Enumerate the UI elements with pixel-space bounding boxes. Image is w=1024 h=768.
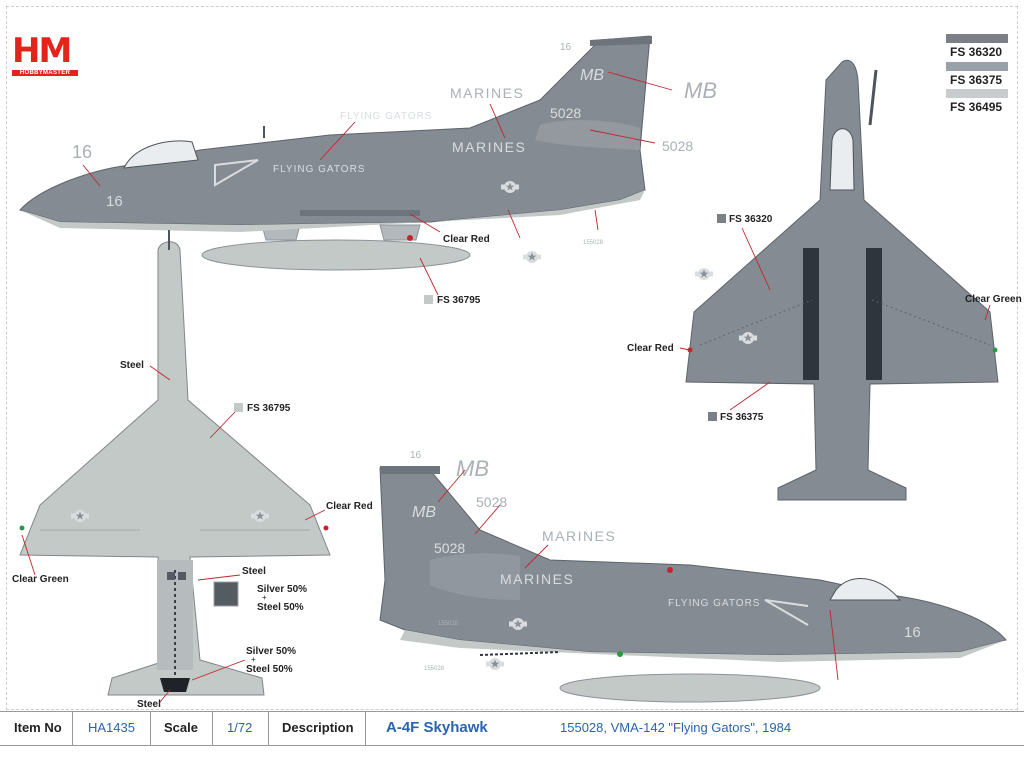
top-view <box>685 59 999 501</box>
modex-tail-label-right: 16 <box>410 450 422 461</box>
swatch-fs36320 <box>946 34 1008 43</box>
modex-marking-right: 16 <box>904 624 921 641</box>
aircraft-details: 155028, VMA-142 "Flying Gators", 1984 <box>560 720 792 735</box>
footer-divider <box>212 712 213 745</box>
callout-fs36795-bottom: FS 36795 <box>247 403 291 414</box>
callout-lines-right <box>437 469 839 681</box>
callout-lines-bottom <box>21 365 326 703</box>
description-label: Description <box>282 720 354 735</box>
footer-divider <box>268 712 269 745</box>
bottom-view <box>19 230 331 696</box>
marines-marking-right: MARINES <box>500 571 574 587</box>
callout-lines-top <box>679 227 991 411</box>
item-no-label: Item No <box>14 720 62 735</box>
callout-clear-red-side-left: Clear Red <box>443 234 490 245</box>
bureau-label-left: 5028 <box>662 138 693 154</box>
callout-steel-bottom-1: Steel <box>120 360 144 371</box>
drop-tank <box>201 239 471 271</box>
logo-text: HM <box>12 31 72 71</box>
callout-fs36795-side-left: FS 36795 <box>437 295 481 306</box>
squadron-marking-right: FLYING GATORS <box>668 598 760 609</box>
legend-fs36375: FS 36375 <box>950 73 1003 87</box>
legend-fs36320: FS 36320 <box>950 45 1003 59</box>
bureau-label-right: 5028 <box>476 494 507 510</box>
swatch-fs36495 <box>946 89 1008 98</box>
marines-label-left: MARINES <box>450 85 524 101</box>
callout-steel-bottom-2: Steel <box>242 566 266 577</box>
callout-silver-1: Silver 50% <box>257 584 307 595</box>
callout-silver-2: Silver 50% <box>246 646 296 657</box>
callout-steel-mix-2: Steel 50% <box>246 664 293 675</box>
item-no-value: HA1435 <box>88 720 135 735</box>
callout-fs36375-top: FS 36375 <box>720 412 764 423</box>
info-footer: Item No HA1435 Scale 1/72 Description A-… <box>0 711 1024 746</box>
footer-divider <box>72 712 73 745</box>
callout-clear-green-top: Clear Green <box>965 294 1022 305</box>
callout-plus-2: + <box>251 655 256 664</box>
side-view-right <box>379 466 1007 703</box>
serial-label-right: 155028 <box>424 666 445 672</box>
aircraft-name: A-4F Skyhawk <box>386 719 488 736</box>
marines-marking-left: MARINES <box>452 139 526 155</box>
serial-label-left: 155028 <box>583 240 604 246</box>
scale-value: 1/72 <box>227 720 253 735</box>
modex-marking-left: 16 <box>106 193 123 210</box>
swatch-fs36375 <box>946 62 1008 71</box>
canopy <box>123 140 199 169</box>
scale-label: Scale <box>164 720 198 735</box>
aircraft-drawings: FLYING GATORS FLYING GATORS MARINES MARI… <box>12 35 1022 710</box>
callout-steel-mix-1: Steel 50% <box>257 602 304 613</box>
hobbymaster-logo: HM HOBBYMASTER <box>12 34 84 88</box>
callout-clear-red-bottom: Clear Red <box>326 501 373 512</box>
footer-divider <box>150 712 151 745</box>
serial-marking-right: 155028 <box>438 621 459 627</box>
tail-code-label-right: MB <box>456 456 489 481</box>
legend-fs36495: FS 36495 <box>950 100 1003 114</box>
drop-tank-right <box>559 673 821 703</box>
callout-clear-green-bottom: Clear Green <box>12 574 69 585</box>
callout-steel-bottom-3: Steel <box>137 699 161 710</box>
callout-clear-red-top: Clear Red <box>627 343 674 354</box>
logo-subtext: HOBBYMASTER <box>12 70 78 76</box>
callout-plus-1: + <box>262 593 267 602</box>
bureau-marking-right: 5028 <box>434 540 465 556</box>
tail-code-marking-left: MB <box>580 67 604 84</box>
marines-label-right: MARINES <box>542 528 616 544</box>
sheet-frame <box>6 6 1018 710</box>
callout-fs36320-top: FS 36320 <box>729 214 773 225</box>
bureau-marking-left: 5028 <box>550 105 581 121</box>
squadron-marking-left: FLYING GATORS <box>273 164 365 175</box>
modex-label-left: 16 <box>72 142 92 162</box>
footer-divider <box>365 712 366 745</box>
tail-code-label-left: MB <box>684 78 717 103</box>
squadron-label-upper-left: FLYING GATORS <box>340 111 432 122</box>
tail-code-marking-right: MB <box>412 504 436 521</box>
modex-tail-label-left: 16 <box>560 42 572 53</box>
side-view-left <box>19 35 652 271</box>
callout-lines-left <box>82 71 673 296</box>
